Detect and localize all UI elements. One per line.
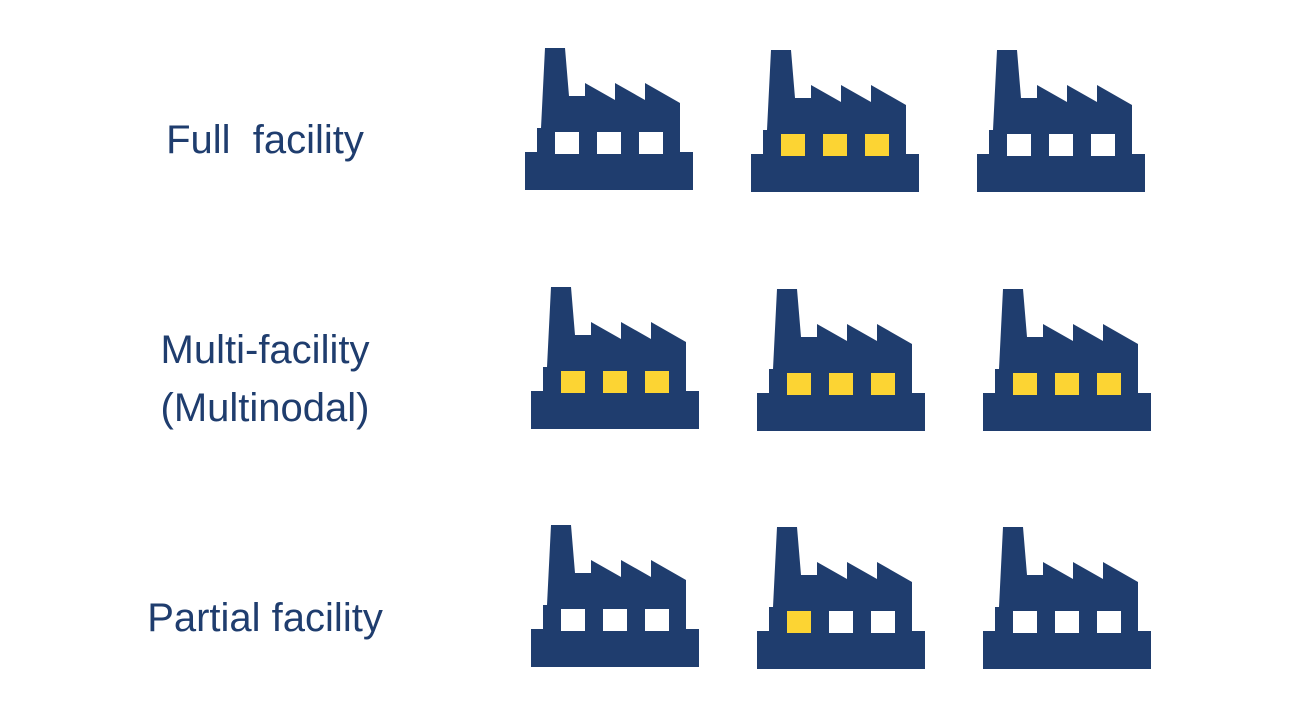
lit-window — [787, 611, 811, 633]
factory-icon — [751, 50, 919, 192]
factory-icon-graphic — [525, 48, 693, 190]
factory-icon — [757, 289, 925, 431]
factory-building — [525, 48, 693, 190]
factory-icon-graphic — [977, 50, 1145, 192]
lit-window — [823, 134, 847, 156]
factory-icon — [531, 525, 699, 667]
unlit-window — [561, 609, 585, 631]
unlit-window — [829, 611, 853, 633]
factory-icon-graphic — [757, 527, 925, 669]
factory-building — [983, 527, 1151, 669]
lit-window — [603, 371, 627, 393]
lit-window — [1097, 373, 1121, 395]
lit-window — [829, 373, 853, 395]
factory-icon-graphic — [751, 50, 919, 192]
factory-building — [977, 50, 1145, 192]
unlit-window — [639, 132, 663, 154]
factory-building — [531, 287, 699, 429]
lit-window — [781, 134, 805, 156]
lit-window — [865, 134, 889, 156]
factory-building — [757, 527, 925, 669]
lit-window — [787, 373, 811, 395]
label-multinodal: (Multinodal) — [160, 386, 370, 430]
factory-icon-graphic — [983, 289, 1151, 431]
unlit-window — [1013, 611, 1037, 633]
label-full-facility: Full facility — [166, 118, 364, 162]
factory-icon — [757, 527, 925, 669]
label-multi-facility: Multi-facility — [160, 328, 370, 372]
lit-window — [1055, 373, 1079, 395]
factory-icon — [977, 50, 1145, 192]
unlit-window — [555, 132, 579, 154]
factory-icon — [983, 527, 1151, 669]
unlit-window — [1097, 611, 1121, 633]
unlit-window — [1049, 134, 1073, 156]
factory-icon — [983, 289, 1151, 431]
unlit-window — [645, 609, 669, 631]
unlit-window — [1007, 134, 1031, 156]
lit-window — [1013, 373, 1037, 395]
lit-window — [561, 371, 585, 393]
factory-icon-graphic — [531, 287, 699, 429]
factory-building — [751, 50, 919, 192]
factory-building — [983, 289, 1151, 431]
lit-window — [871, 373, 895, 395]
unlit-window — [1091, 134, 1115, 156]
unlit-window — [597, 132, 621, 154]
factory-icon-graphic — [531, 525, 699, 667]
unlit-window — [603, 609, 627, 631]
factory-building — [531, 525, 699, 667]
factory-icon-graphic — [757, 289, 925, 431]
unlit-window — [1055, 611, 1079, 633]
factory-icon-graphic — [983, 527, 1151, 669]
factory-icon — [531, 287, 699, 429]
factory-building — [757, 289, 925, 431]
lit-window — [645, 371, 669, 393]
label-partial-facility: Partial facility — [147, 596, 383, 640]
unlit-window — [871, 611, 895, 633]
factory-icon — [525, 48, 693, 190]
